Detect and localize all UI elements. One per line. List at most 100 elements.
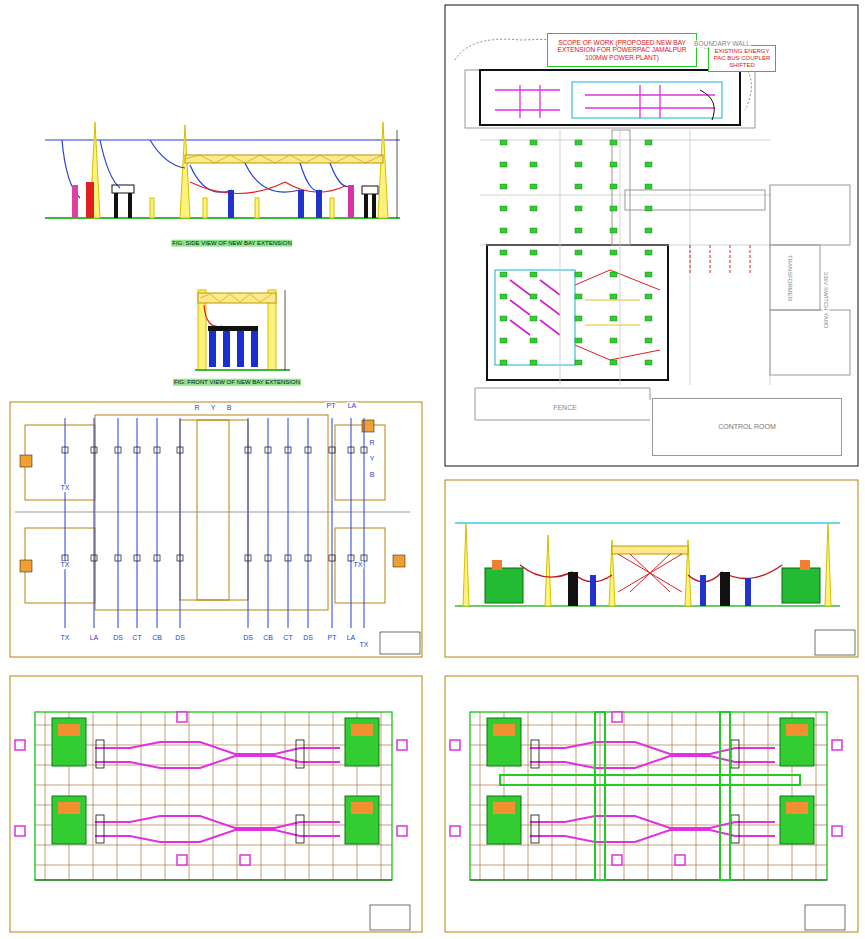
drawing-label: B bbox=[226, 404, 233, 412]
transformer bbox=[780, 796, 814, 844]
grid-line bbox=[696, 712, 697, 880]
side-view bbox=[45, 122, 400, 218]
equipment-mark bbox=[610, 250, 617, 255]
bay-elevation-shape bbox=[815, 630, 855, 655]
grid-line bbox=[600, 712, 601, 880]
side-view-shape bbox=[112, 185, 134, 193]
front-view-shape bbox=[237, 331, 244, 367]
grid-line bbox=[45, 712, 46, 880]
marker-box bbox=[832, 826, 842, 836]
transformer-detail bbox=[351, 802, 373, 814]
cable-trench bbox=[720, 712, 730, 880]
cable-trench bbox=[500, 775, 800, 785]
equipment-mark bbox=[610, 140, 617, 145]
drawing-label: TX bbox=[60, 484, 71, 492]
grid-line bbox=[470, 725, 827, 726]
equipment-mark bbox=[500, 272, 507, 277]
drawing-label: BOUNDARY WALL bbox=[693, 40, 751, 47]
marker-box bbox=[15, 826, 25, 836]
equipment-mark bbox=[530, 316, 537, 321]
marker-box bbox=[832, 740, 842, 750]
grid-line bbox=[816, 712, 817, 880]
drawing-label: DS bbox=[302, 634, 314, 642]
drawing-label: CB bbox=[262, 634, 274, 642]
side-view-shape bbox=[128, 193, 132, 218]
bay-layout-plan bbox=[10, 402, 422, 657]
grid-line bbox=[768, 712, 769, 880]
equipment-mark bbox=[575, 272, 582, 277]
dimension-line bbox=[35, 880, 392, 881]
equipment-mark bbox=[500, 338, 507, 343]
site-plan-shape bbox=[520, 85, 660, 118]
transformer bbox=[52, 796, 86, 844]
bay-equipment bbox=[731, 815, 739, 843]
bay-plan-left bbox=[10, 676, 422, 932]
drawing-label: 33kV SWITCH YARD bbox=[823, 271, 830, 330]
equipment-mark bbox=[530, 272, 537, 277]
side-view-shape bbox=[180, 125, 190, 218]
equipment-symbol bbox=[134, 447, 140, 453]
transformer bbox=[345, 718, 379, 766]
equipment-marks bbox=[62, 140, 652, 628]
equipment-mark bbox=[645, 140, 652, 145]
site-plan-shape bbox=[510, 280, 560, 335]
drawing-label: PT bbox=[326, 402, 337, 410]
site-plan-shape bbox=[495, 90, 715, 110]
grid-line bbox=[35, 765, 392, 766]
transformer bbox=[780, 718, 814, 766]
equipment-mark bbox=[645, 360, 652, 365]
grid-line bbox=[285, 712, 286, 880]
grid-line bbox=[35, 745, 392, 746]
drawing-label: Y bbox=[210, 404, 217, 412]
site-plan-shape bbox=[445, 5, 858, 466]
bay-elevation-shape bbox=[445, 480, 858, 657]
equipment-mark bbox=[645, 250, 652, 255]
grid-line bbox=[648, 712, 649, 880]
conductor bbox=[530, 742, 775, 754]
site-plan-shape bbox=[475, 388, 650, 420]
equipment-symbol bbox=[265, 555, 271, 561]
grid-line bbox=[470, 745, 827, 746]
note-text: SCOPE OF WORK (PROPOSED NEW BAY EXTENSIO… bbox=[550, 39, 694, 61]
drawing-label: TX bbox=[60, 561, 71, 569]
site-plan-shape bbox=[455, 38, 751, 110]
equipment-symbol bbox=[115, 555, 121, 561]
grid-line bbox=[470, 825, 827, 826]
equipment-mark bbox=[610, 184, 617, 189]
bay-equipment bbox=[296, 815, 304, 843]
bay-elevation-shape bbox=[492, 560, 502, 570]
equipment-mark bbox=[530, 184, 537, 189]
drawing-label: LA bbox=[347, 402, 358, 410]
equipment-mark bbox=[500, 228, 507, 233]
grid-line bbox=[381, 712, 382, 880]
bus-line bbox=[118, 418, 119, 628]
bus-line bbox=[364, 418, 365, 628]
drawing-label: CB bbox=[151, 634, 163, 642]
grid-line bbox=[528, 712, 529, 880]
bay-layout-plan-shape bbox=[25, 425, 95, 500]
equipment-mark bbox=[610, 294, 617, 299]
grid-line bbox=[470, 805, 827, 806]
bay-elevation-shape bbox=[485, 568, 523, 603]
drawing-label: LA bbox=[89, 634, 100, 642]
transformer-detail bbox=[351, 724, 373, 736]
front-view-shape bbox=[285, 290, 286, 370]
equipment-mark bbox=[530, 250, 537, 255]
transformer-detail bbox=[58, 802, 80, 814]
side-view-shape bbox=[316, 190, 322, 218]
note-text: EXISTING ENERGY PAC BUS COUPLER SHIFTED bbox=[711, 48, 773, 69]
equipment-symbol bbox=[348, 555, 354, 561]
plan-boundary bbox=[470, 712, 827, 880]
equipment-mark bbox=[575, 206, 582, 211]
bus-line bbox=[94, 418, 95, 628]
note-box: SCOPE OF WORK (PROPOSED NEW BAY EXTENSIO… bbox=[547, 33, 697, 67]
equipment-mark bbox=[530, 338, 537, 343]
bus-line bbox=[288, 418, 289, 628]
front-view-shape bbox=[204, 305, 222, 327]
bay-elevation-shape bbox=[745, 578, 751, 606]
equipment-mark bbox=[575, 228, 582, 233]
side-view-shape bbox=[203, 198, 207, 218]
grid-line bbox=[261, 712, 262, 880]
plan-boundary bbox=[35, 712, 392, 880]
equipment-symbol bbox=[177, 555, 183, 561]
